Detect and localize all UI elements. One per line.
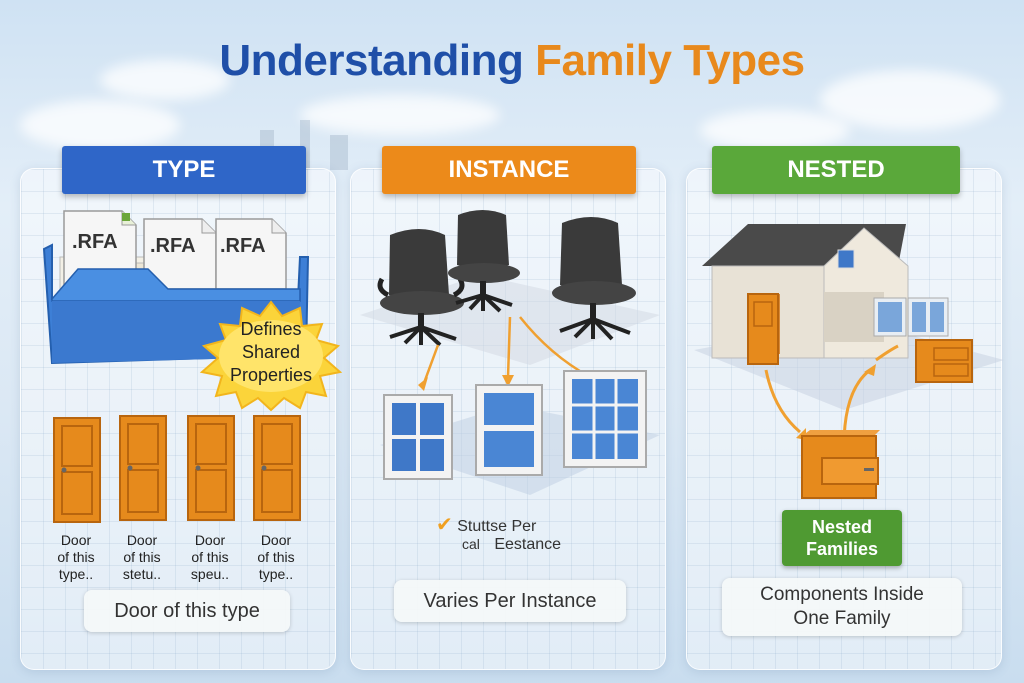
rfa-file-label-3: .RFA — [220, 235, 266, 257]
nested-caption-line-2: One Family — [793, 608, 891, 629]
door-label-1: Door of this type.. — [46, 532, 106, 583]
door-icons — [53, 415, 301, 523]
door-label-1-line-1: Door — [60, 532, 92, 548]
window-icon-nested — [873, 297, 949, 337]
nested-families-badge: Nested Families — [782, 510, 902, 566]
door-label-4-line-1: Door — [260, 532, 292, 548]
nested-illustration — [694, 224, 1004, 499]
door-label-1-line-2: of this — [57, 549, 95, 565]
instance-note-line-2b: Eestance — [494, 536, 562, 553]
door-label-2-line-3: stetu.. — [122, 566, 162, 582]
window-icon-1 — [383, 394, 453, 480]
badge-line-2: Shared — [241, 342, 301, 362]
nested-badge-line-2: Families — [805, 539, 879, 559]
instance-banner: INSTANCE — [382, 146, 636, 194]
door-icon-2 — [119, 415, 167, 521]
cabinet-icon-large — [801, 430, 880, 499]
door-label-3-line-1: Door — [194, 532, 226, 548]
instance-note-line-1: Stuttse Per — [457, 518, 537, 535]
door-label-2-line-1: Door — [126, 532, 158, 548]
starburst-badge-icon — [199, 300, 343, 412]
page-title: Understanding Family Types — [0, 36, 1024, 86]
badge-line-1: Defines — [240, 319, 302, 339]
door-icon-4 — [253, 415, 301, 521]
door-label-2-line-2: of this — [123, 549, 161, 565]
nested-banner: NESTED — [712, 146, 960, 194]
rfa-file-label-2: .RFA — [150, 235, 196, 257]
type-banner: TYPE — [62, 146, 306, 194]
door-label-3-line-3: speu.. — [190, 566, 230, 582]
nested-caption-line-1: Components Inside — [760, 584, 924, 605]
checkmark-icon: ✔ — [436, 514, 453, 536]
office-chair-icon-1 — [377, 229, 465, 347]
door-label-3-line-2: of this — [191, 549, 229, 565]
badge-line-3: Properties — [229, 365, 313, 385]
instance-illustration — [360, 210, 660, 495]
defines-shared-properties-badge: Defines Shared Properties — [216, 318, 326, 387]
door-label-3: Door of this speu.. — [180, 532, 240, 583]
door-label-4-line-2: of this — [257, 549, 295, 565]
type-caption: Door of this type — [84, 590, 290, 632]
instance-note-line-2-wrap: cal Eestance — [462, 536, 561, 554]
rfa-file-label-1: .RFA — [72, 231, 118, 253]
cabinet-icon-small — [915, 339, 973, 383]
nested-badge-line-1: Nested — [811, 517, 873, 537]
instance-caption: Varies Per Instance — [394, 580, 626, 622]
door-icon-1 — [53, 417, 101, 523]
title-part-orange: Family Types — [535, 36, 805, 85]
window-icon-3 — [563, 370, 647, 468]
house-icon — [702, 224, 909, 359]
door-icon-3 — [187, 415, 235, 521]
door-icon-nested — [747, 293, 779, 365]
door-label-1-line-3: type.. — [58, 566, 94, 582]
office-chair-icon-2 — [448, 210, 520, 313]
door-label-2: Door of this stetu.. — [112, 532, 172, 583]
nested-caption: Components Inside One Family — [722, 578, 962, 636]
instance-note-line-2a: cal — [462, 536, 480, 552]
office-chair-icon-3 — [552, 217, 636, 341]
instance-note: ✔ Stuttse Per — [436, 512, 536, 537]
door-label-4: Door of this type.. — [246, 532, 306, 583]
window-icon-2 — [475, 384, 543, 476]
title-part-blue: Understanding — [219, 36, 524, 85]
door-label-4-line-3: type.. — [258, 566, 294, 582]
